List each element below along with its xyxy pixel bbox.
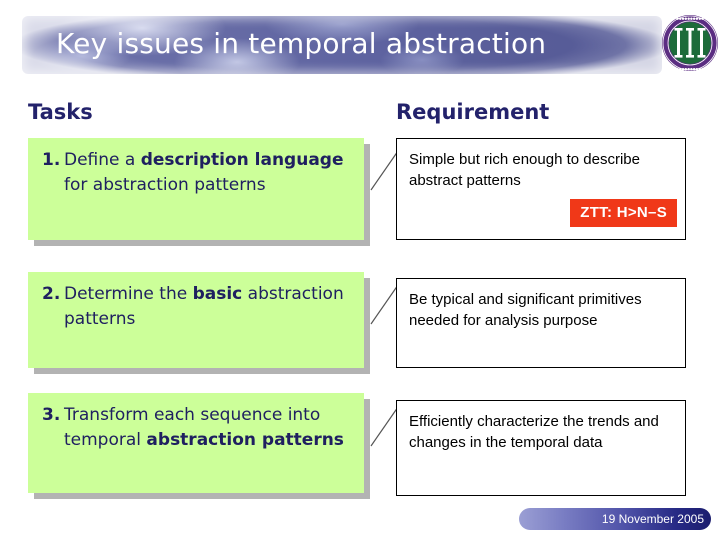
- status-badge-ztt: ZTT: H>N–S: [570, 199, 677, 227]
- requirement-box-2: Be typical and significant primitives ne…: [396, 278, 686, 368]
- connector-line-3: [368, 404, 402, 450]
- requirement-text-2: Be typical and significant primitives ne…: [409, 291, 642, 329]
- task-text-3: Transform each sequence into temporal ab…: [64, 403, 356, 453]
- task-number-3: 3.: [42, 405, 61, 425]
- task-box-3: 3. Transform each sequence into temporal…: [28, 393, 364, 493]
- task-1-plain-1: Define a: [64, 150, 141, 170]
- task-box-1: 1. Define a description language for abs…: [28, 138, 364, 240]
- svg-text:●●●●●●●●●●: ●●●●●●●●●●: [676, 67, 704, 71]
- task-1-plain-2: for abstraction patterns: [64, 175, 266, 195]
- footer-date-label: 19 November 2005: [601, 512, 704, 526]
- svg-text:●●●●●●●●●●: ●●●●●●●●●●: [676, 17, 704, 21]
- task-text-2: Determine the basic abstraction patterns: [64, 282, 356, 332]
- task-3-bold-1: abstraction patterns: [146, 430, 344, 450]
- requirement-text-1: Simple but rich enough to describe abstr…: [409, 151, 640, 189]
- task-number-1: 1.: [42, 150, 61, 170]
- task-2-plain-2: abstraction patterns: [64, 284, 344, 329]
- connector-line-2: [368, 282, 402, 328]
- connector-line-1: [368, 148, 402, 194]
- column-header-tasks: Tasks: [28, 100, 93, 124]
- page-title: Key issues in temporal abstraction: [56, 27, 547, 60]
- column-header-requirement: Requirement: [396, 100, 550, 124]
- university-seal-logo-icon: ●●●●●●●●●● ●●●●●●●●●●: [661, 14, 719, 72]
- task-2-bold-1: basic: [192, 284, 243, 304]
- task-text-1: Define a description language for abstra…: [64, 148, 356, 198]
- task-number-2: 2.: [42, 284, 61, 304]
- requirement-box-1: Simple but rich enough to describe abstr…: [396, 138, 686, 240]
- slide-title-bar: [22, 16, 662, 74]
- task-2-plain-1: Determine the: [64, 284, 193, 304]
- task-1-bold-1: description language: [140, 150, 344, 170]
- requirement-text-3: Efficiently characterize the trends and …: [409, 413, 659, 451]
- task-box-2: 2. Determine the basic abstraction patte…: [28, 272, 364, 368]
- task-3-plain-1: Transform each sequence into temporal: [64, 405, 321, 450]
- requirement-box-3: Efficiently characterize the trends and …: [396, 400, 686, 496]
- footer-date-pill: [519, 508, 711, 530]
